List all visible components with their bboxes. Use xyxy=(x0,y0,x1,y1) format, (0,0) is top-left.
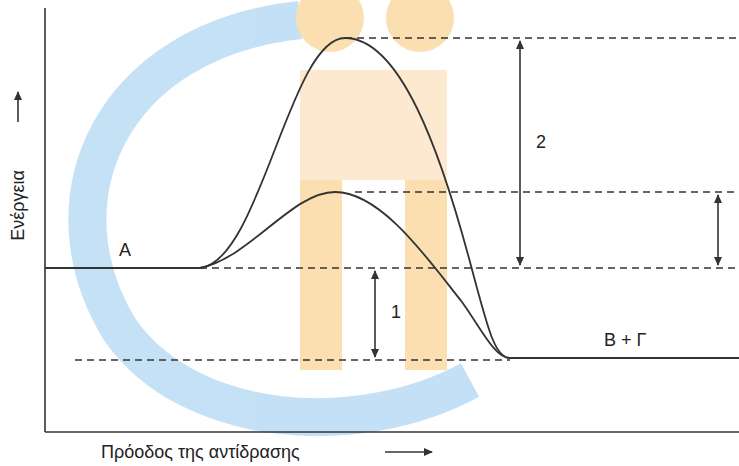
watermark xyxy=(87,0,470,417)
energy-arrows xyxy=(375,41,718,357)
callout-number: 1 xyxy=(391,302,401,323)
dashed-guides xyxy=(75,38,739,360)
axis-arrow xyxy=(17,92,19,122)
state-label: Β + Γ xyxy=(604,330,646,351)
energy-curves xyxy=(45,38,739,358)
axis-arrow xyxy=(385,451,432,453)
callout-number: 2 xyxy=(536,132,546,153)
state-label: Α xyxy=(119,240,131,261)
axes xyxy=(45,8,739,432)
axis-label: Ενέργεια xyxy=(8,170,29,241)
axis-label: Πρόοδος της αντίδρασης xyxy=(101,442,300,463)
